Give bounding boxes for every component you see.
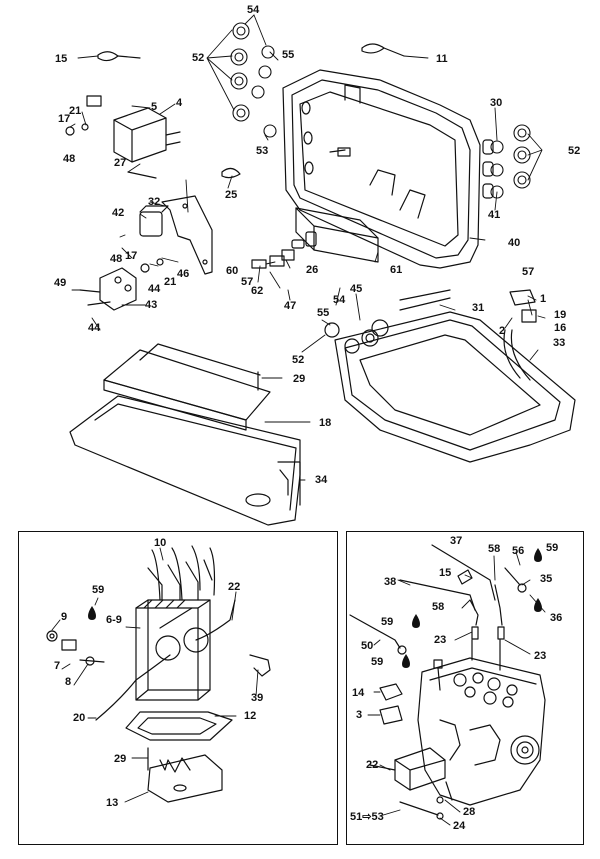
callout-label: 59: [371, 656, 384, 668]
callout-label: 23: [434, 634, 447, 646]
callout-label: 44: [148, 283, 161, 295]
callout-label: 60: [226, 265, 239, 277]
callout-label: 61: [390, 264, 403, 276]
callout-label: 39: [251, 692, 264, 704]
callout-label: 49: [54, 277, 67, 289]
callout-label: 4: [176, 97, 183, 109]
callout-label: 12: [244, 710, 257, 722]
callout-label: 5: [151, 101, 158, 113]
starter-solenoid: [79, 258, 164, 311]
callout-label: 29: [293, 373, 306, 385]
callout-label: 44: [88, 322, 101, 334]
callout-label: 32: [148, 196, 161, 208]
cable-tie: [97, 43, 405, 179]
callout-label: 48: [63, 153, 76, 165]
callout-label: 40: [508, 237, 521, 249]
mounting-bracket: [139, 195, 213, 275]
callout-label: 43: [145, 299, 158, 311]
engine-assembly: [349, 544, 546, 820]
callout-label: 11: [436, 53, 448, 65]
callout-label: 62: [251, 285, 264, 297]
callout-label: 26: [306, 264, 319, 276]
callout-label: 15: [439, 567, 452, 579]
callout-label: 41: [488, 209, 501, 221]
callout-label: 31: [472, 302, 485, 314]
callout-label: 22: [366, 759, 379, 771]
callout-label: 59: [546, 542, 559, 554]
grommets: [230, 22, 531, 199]
callout-label: 56: [512, 545, 525, 557]
callout-label: 58: [488, 543, 501, 555]
callout-label: 10: [154, 537, 167, 549]
callout-label: 54: [247, 4, 260, 16]
callout-label: 53: [256, 145, 269, 157]
fuse-block: [251, 207, 379, 269]
callout-label: 21: [164, 276, 177, 288]
callout-label: 46: [177, 268, 190, 280]
callout-label: 59: [381, 616, 394, 628]
callout-label: 30: [490, 97, 503, 109]
leader-lines: [69, 14, 546, 481]
callout-label: 25: [225, 189, 238, 201]
callout-label: 59: [92, 584, 105, 596]
callout-label: 7: [54, 660, 61, 672]
callout-label: 20: [73, 712, 86, 724]
base-tray: [324, 289, 576, 463]
callout-label: 14: [352, 687, 365, 699]
callout-label: 29: [114, 753, 127, 765]
callout-label: 15: [55, 53, 68, 65]
callout-label: 51⇨53: [350, 811, 384, 823]
callout-label: 36: [550, 612, 563, 624]
callout-label: 6-9: [106, 614, 122, 626]
callout-label: 19: [554, 309, 567, 321]
electrical-box-connectors: [482, 139, 494, 199]
callout-label: 16: [554, 322, 567, 334]
callout-label: 22: [228, 581, 241, 593]
callout-label: 52: [192, 52, 205, 64]
callout-label: 2: [499, 325, 506, 337]
callout-label: 52: [292, 354, 305, 366]
callout-label: 55: [317, 307, 330, 319]
callout-label: 48: [110, 253, 123, 265]
callout-label: 17: [58, 113, 71, 125]
callout-label: 45: [350, 283, 363, 295]
battery-assembly: [46, 545, 271, 803]
callout-label: 38: [384, 576, 397, 588]
callout-label: 35: [540, 573, 553, 585]
callout-label: 34: [315, 474, 328, 486]
callout-label: 1: [540, 293, 547, 305]
callout-label: 21: [69, 105, 82, 117]
callout-label: 27: [114, 157, 127, 169]
floor-pan: [69, 343, 301, 526]
callout-label: 52: [568, 145, 581, 157]
callout-label: 3: [356, 709, 363, 721]
oil-drop-icons: [88, 548, 542, 668]
callout-label: 58: [432, 601, 445, 613]
callout-label: 54: [333, 294, 346, 306]
callout-label: 37: [450, 535, 463, 547]
engine-leader-lines: [367, 551, 546, 826]
battery-panel-frame: [18, 531, 338, 845]
callout-label: 28: [463, 806, 476, 818]
callout-label: 17: [125, 250, 138, 262]
callout-label: 23: [534, 650, 547, 662]
callout-label: 57: [522, 266, 535, 278]
callout-label: 57: [241, 276, 254, 288]
callout-label: 55: [282, 49, 295, 61]
callout-label: 42: [112, 207, 125, 219]
callout-label: 18: [319, 417, 332, 429]
callout-label: 9: [61, 611, 68, 623]
callout-label: 50: [361, 640, 374, 652]
battery-leader-lines: [51, 547, 259, 803]
callout-label: 8: [65, 676, 72, 688]
electrical-box-housing: [282, 69, 481, 269]
callout-label: 33: [553, 337, 566, 349]
callout-label: 47: [284, 300, 297, 312]
callout-label: 13: [106, 797, 119, 809]
engine-panel-frame: [346, 531, 584, 845]
callout-label: 24: [453, 820, 466, 832]
